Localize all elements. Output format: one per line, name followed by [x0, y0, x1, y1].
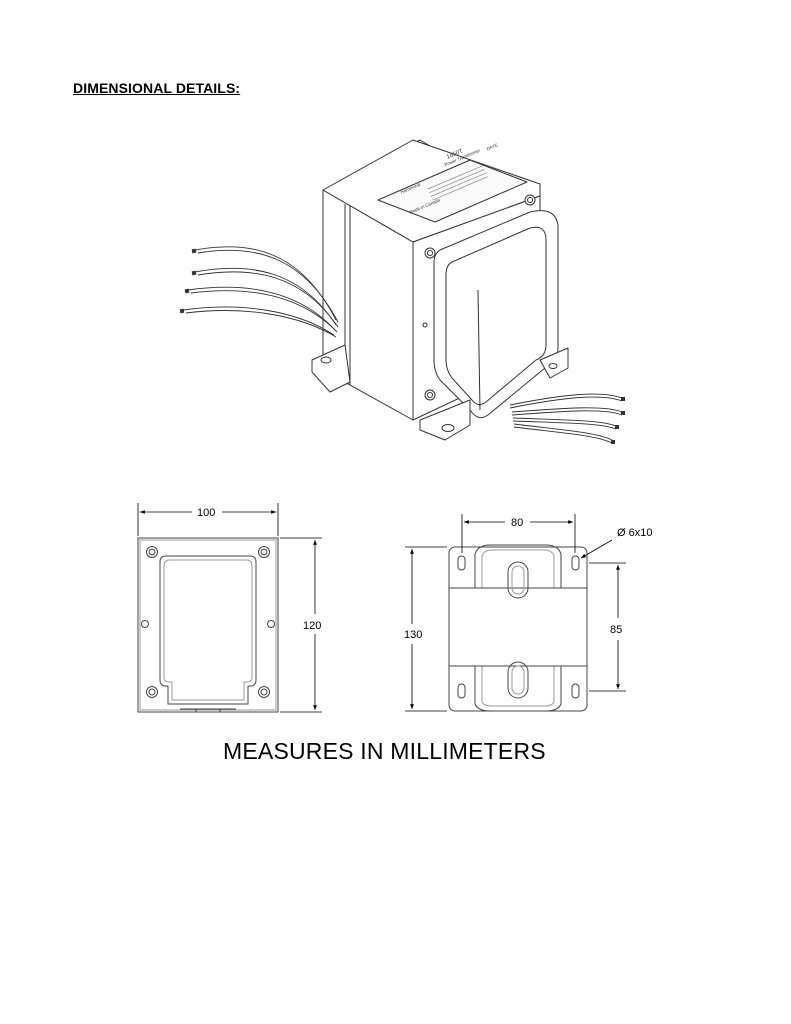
foot-rear-left [311, 344, 351, 393]
front-view-outline [137, 537, 279, 713]
front-coil [433, 210, 559, 419]
units-note: MEASURES IN MILLIMETERS [223, 738, 546, 764]
right-lead-wires [509, 393, 623, 444]
mount-hole [571, 555, 580, 571]
front-view-dimensions [137, 503, 322, 713]
foot-front-right [539, 347, 569, 379]
mount-spacing-dimension: 85 [610, 624, 622, 636]
mount-hole [457, 555, 466, 571]
side-view-core [448, 587, 588, 667]
nameplate-date: DATE [486, 142, 499, 151]
nameplate [377, 159, 528, 223]
mount-hole [571, 683, 580, 699]
side-view-dimensions [405, 514, 626, 712]
slot-top [507, 561, 529, 599]
side-view [448, 544, 588, 712]
left-lead-ends [179, 248, 197, 314]
front-height-dimension: 120 [303, 620, 321, 632]
foot-front-left [419, 399, 471, 441]
side-width-dimension: 80 [511, 517, 523, 529]
isometric-view [311, 139, 569, 441]
side-height-dimension: 130 [404, 629, 422, 641]
front-width-dimension: 100 [197, 507, 215, 519]
right-lead-ends [611, 397, 625, 444]
left-lead-wires [182, 246, 339, 338]
front-view [137, 537, 279, 713]
mount-hole [457, 683, 466, 699]
front-view-coil [159, 555, 257, 705]
side-view-coil [474, 544, 562, 712]
slot-bottom [507, 661, 529, 699]
hole-size-callout: Ø 6x10 [617, 527, 652, 539]
page-heading: DIMENSIONAL DETAILS: [73, 80, 241, 96]
